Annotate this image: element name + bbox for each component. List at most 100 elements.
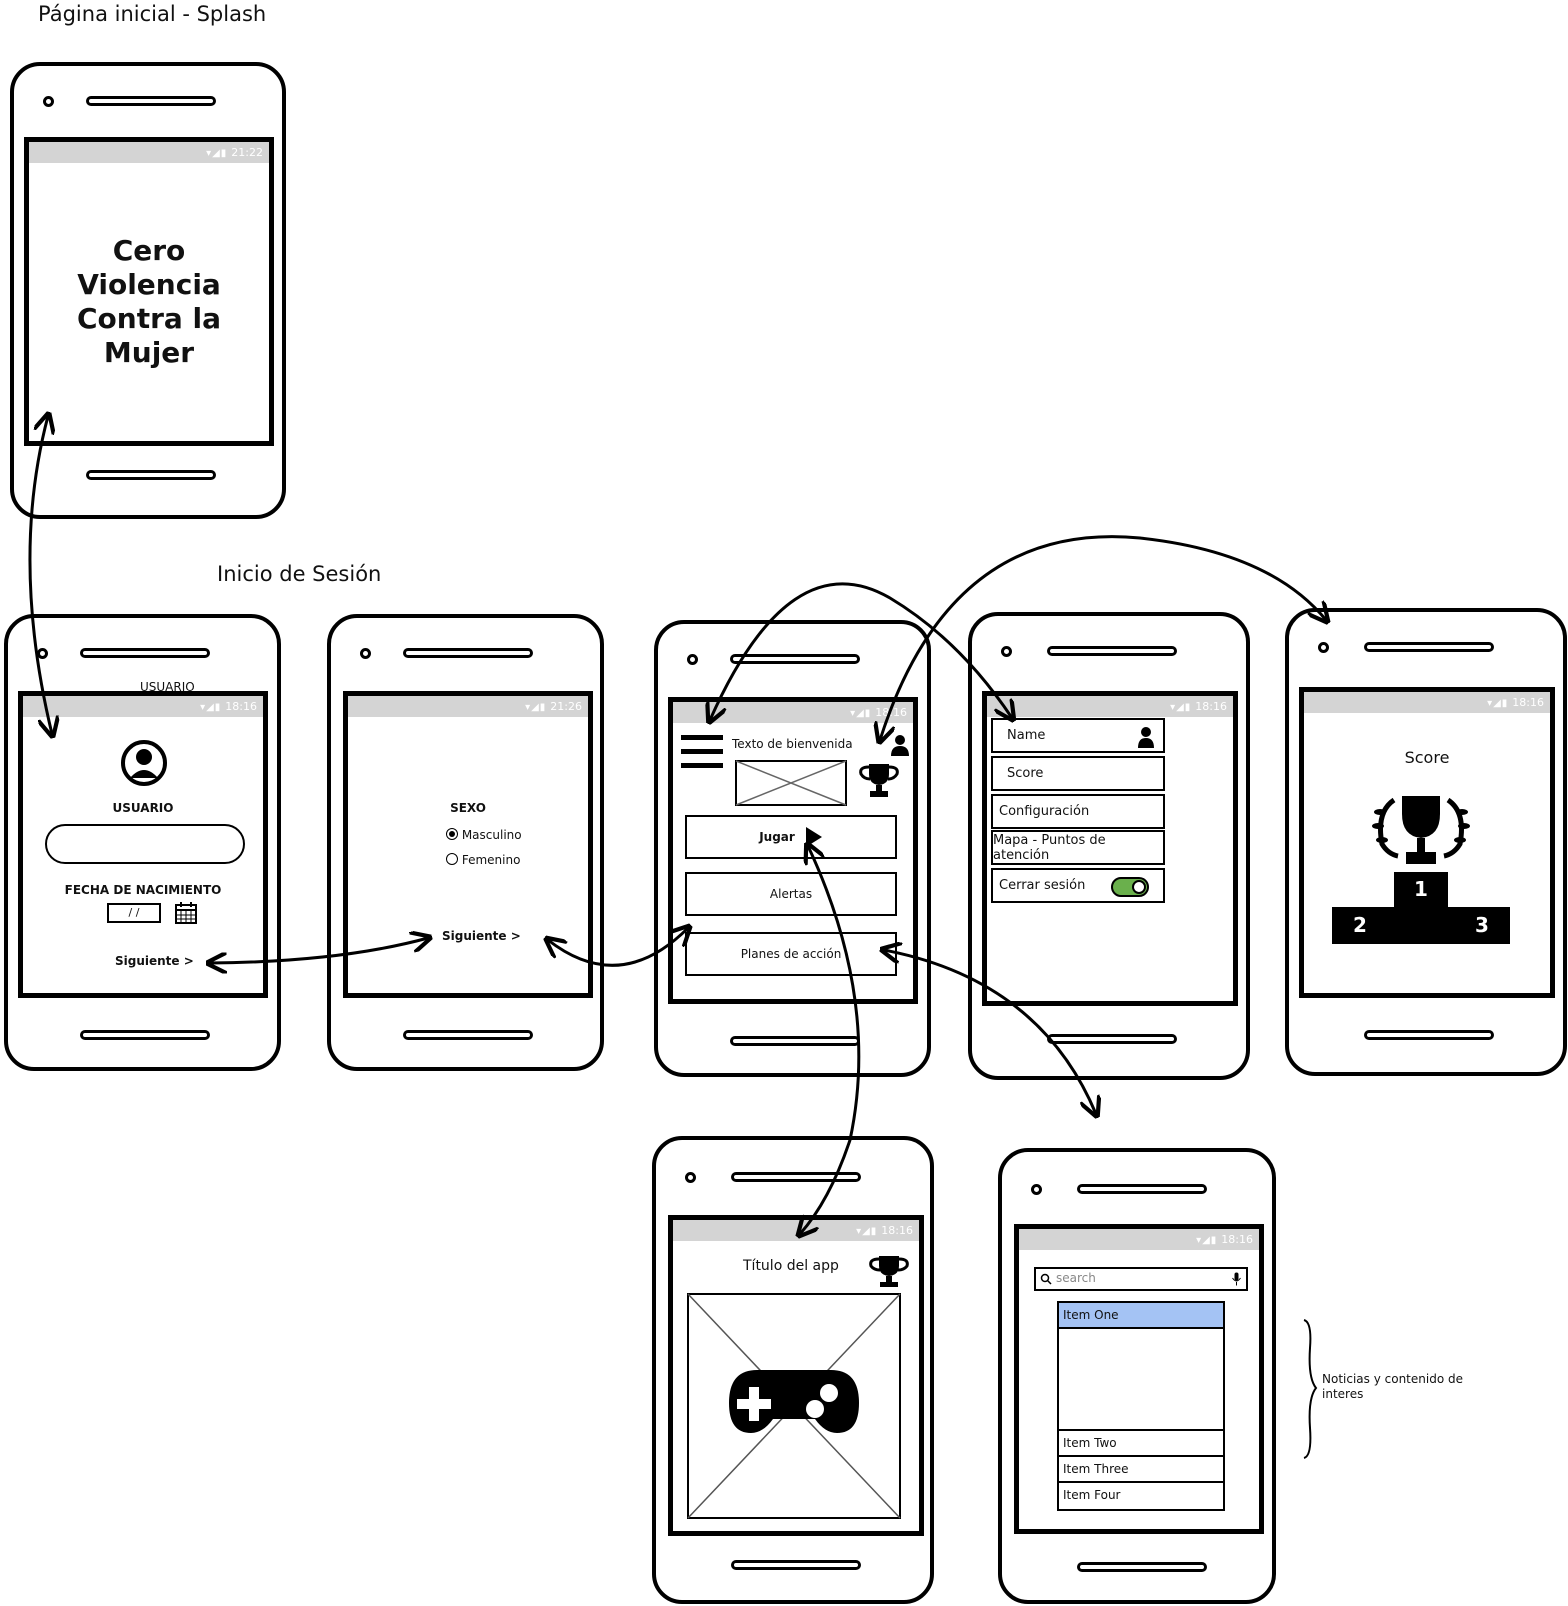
trophy-icon[interactable] [867, 1254, 911, 1288]
game-area-placeholder[interactable] [687, 1293, 901, 1519]
signal-icon: ▾◢▮ [1170, 702, 1192, 713]
action-plans-button[interactable]: Planes de acción [685, 932, 897, 976]
score-screen: ▾◢▮18:16 Score 1 2 3 [1299, 687, 1555, 998]
radio-femenino[interactable]: Femenino [446, 853, 520, 867]
list-item[interactable]: Item Three [1059, 1455, 1223, 1481]
home-button[interactable] [86, 470, 216, 480]
signal-icon: ▾◢▮ [200, 702, 222, 713]
user-label: USUARIO [112, 801, 174, 815]
next-button[interactable]: Siguiente > [442, 929, 521, 943]
status-bar: ▾◢▮18:16 [1019, 1229, 1259, 1250]
menu-item-map[interactable]: Mapa - Puntos de atención [991, 830, 1165, 865]
list-item[interactable]: Item One [1059, 1303, 1223, 1329]
news-list: Item One Item Two Item Three Item Four [1057, 1301, 1225, 1511]
signal-icon: ▾◢▮ [856, 1226, 878, 1237]
search-box[interactable]: search [1034, 1267, 1248, 1291]
status-bar: ▾◢▮18:16 [23, 696, 263, 717]
podium-first: 1 [1414, 877, 1428, 901]
status-time: 18:16 [225, 700, 257, 713]
speaker-slot [80, 648, 210, 658]
user-circle-icon [121, 740, 167, 786]
status-time: 21:22 [231, 146, 263, 159]
radio-masculino[interactable]: Masculino [446, 828, 522, 842]
status-time: 18:16 [881, 1224, 913, 1237]
welcome-text: Texto de bienvenida [732, 737, 853, 751]
splash-section-title: Página inicial - Splash [38, 2, 267, 26]
podium-trophy-icon: 1 2 3 [1332, 796, 1510, 944]
menu-item-settings[interactable]: Configuración [991, 794, 1165, 829]
logout-toggle[interactable] [1111, 877, 1149, 897]
menu-item-score[interactable]: Score [991, 756, 1165, 791]
status-bar: ▾◢▮18:16 [673, 702, 913, 723]
home-button[interactable] [403, 1030, 533, 1040]
home-button[interactable] [730, 1036, 860, 1046]
home-button[interactable] [1077, 1562, 1207, 1572]
home-button[interactable] [80, 1030, 210, 1040]
signal-icon: ▾◢▮ [1487, 698, 1509, 709]
news-screen: ▾◢▮18:16 search Item One Item Two Item T… [1014, 1224, 1264, 1534]
image-placeholder [735, 760, 847, 806]
camera-icon [1001, 646, 1012, 657]
home-button[interactable] [731, 1560, 861, 1570]
list-item[interactable]: Item Four [1059, 1481, 1223, 1507]
sex-screen: ▾◢▮21:26 SEXO Masculino Femenino Siguien… [343, 691, 593, 998]
home-phone: ▾◢▮18:16 Texto de bienvenida Jugar Ale [654, 620, 931, 1077]
status-bar: ▾◢▮18:16 [1304, 692, 1550, 713]
menu-screen: ▾◢▮18:16 Name Score Configuración Mapa -… [982, 691, 1238, 1006]
camera-icon [1031, 1184, 1042, 1195]
menu-item-logout[interactable]: Cerrar sesión [991, 868, 1165, 903]
camera-icon [685, 1172, 696, 1183]
profile-icon[interactable] [890, 734, 910, 756]
hamburger-menu-icon[interactable] [681, 734, 723, 770]
search-icon [1040, 1273, 1052, 1285]
play-icon [805, 827, 822, 847]
speaker-slot [731, 1172, 861, 1182]
user-input[interactable] [45, 824, 245, 864]
speaker-slot [403, 648, 533, 658]
login-phone: USUARIO ▾◢▮18:16 USUARIO FECHA DE NACIMI… [4, 614, 281, 1071]
status-bar: ▾◢▮18:16 [673, 1220, 919, 1241]
search-placeholder: search [1056, 1271, 1096, 1285]
brace-annotation [1303, 1319, 1318, 1459]
status-bar: ▾◢▮21:26 [348, 696, 588, 717]
app-title: Cero Violencia Contra la Mujer [76, 234, 222, 369]
signal-icon: ▾◢▮ [850, 708, 872, 719]
home-button[interactable] [1047, 1034, 1177, 1044]
chevron-right-icon: > [183, 954, 194, 968]
gamepad-icon [729, 1370, 859, 1433]
next-button[interactable]: Siguiente > [115, 954, 194, 968]
date-input[interactable]: / / [107, 903, 161, 923]
score-title: Score [1404, 748, 1450, 767]
sex-label: SEXO [450, 801, 486, 815]
camera-icon [687, 654, 698, 665]
menu-phone: ▾◢▮18:16 Name Score Configuración Mapa -… [968, 612, 1250, 1080]
list-item[interactable]: Item Two [1059, 1429, 1223, 1455]
microphone-icon[interactable] [1232, 1272, 1241, 1286]
dob-label: FECHA DE NACIMIENTO [64, 883, 222, 897]
signal-icon: ▾◢▮ [1196, 1235, 1218, 1246]
news-annotation: Noticias y contenido de interes [1322, 1372, 1463, 1401]
trophy-icon[interactable] [857, 762, 901, 798]
podium-second: 2 [1353, 913, 1367, 937]
status-bar: ▾◢▮18:16 [987, 696, 1233, 717]
speaker-slot [730, 654, 860, 664]
play-button[interactable]: Jugar [685, 815, 897, 859]
status-time: 18:16 [1221, 1233, 1253, 1246]
status-time: 21:26 [550, 700, 582, 713]
calendar-icon[interactable] [175, 902, 197, 924]
app-title: Título del app [743, 1258, 839, 1274]
alerts-button[interactable]: Alertas [685, 872, 897, 916]
login-section-title: Inicio de Sesión [217, 562, 382, 586]
menu-item-name[interactable]: Name [991, 718, 1165, 753]
sex-phone: ▾◢▮21:26 SEXO Masculino Femenino Siguien… [327, 614, 604, 1071]
speaker-slot [1077, 1184, 1207, 1194]
signal-icon: ▾◢▮ [525, 702, 547, 713]
camera-icon [1318, 642, 1329, 653]
game-screen: ▾◢▮18:16 Título del app [668, 1215, 924, 1536]
podium-third: 3 [1475, 913, 1489, 937]
camera-icon [43, 96, 54, 107]
home-button[interactable] [1364, 1030, 1494, 1040]
chevron-right-icon: > [510, 929, 521, 943]
radio-selected-icon [446, 828, 458, 840]
profile-icon [1138, 727, 1154, 748]
